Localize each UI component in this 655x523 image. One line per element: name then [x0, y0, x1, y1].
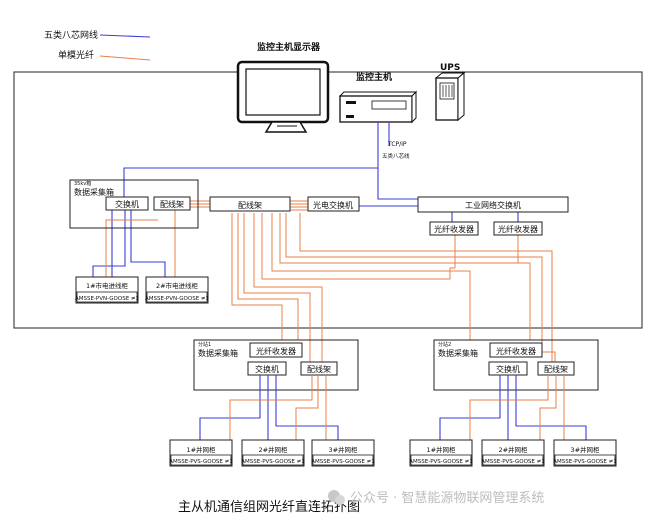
collection-box-main: 35kv箱 数据采集箱 [69, 179, 199, 229]
main-switch-label: 交换机 [115, 199, 139, 209]
substation-2-tag: 分站2 [438, 341, 451, 348]
diagram-caption: 主从机通信组网光纤直连拓扑图 [178, 499, 360, 515]
substation-2-transceiver-label: 光纤收发器 [496, 346, 536, 356]
main-patch-panel [209, 196, 291, 212]
legend-fiber-line [99, 55, 151, 61]
ups-label: UPS [440, 63, 460, 73]
substation-1-cabinet-3-device: AMSSE-PVS-GOOSE ≠1 [311, 459, 374, 465]
monitor-stand-icon [264, 121, 308, 133]
substation-2-cabinet-3-device: AMSSE-PVS-GOOSE ≠1 [553, 459, 616, 465]
transceiver-1 [429, 221, 479, 236]
substation-2-cabinet-2-name: 2#并网柜 [498, 445, 528, 454]
cabinet-2-name: 2#市电进线柜 [156, 281, 199, 290]
legend-fiber-label: 单模光纤 [58, 49, 94, 61]
substation-1-cabinet-2-device: AMSSE-PVS-GOOSE ≠1 [241, 459, 304, 465]
optical-switch-label: 光电交换机 [313, 200, 353, 210]
ups-vent-icon [439, 82, 455, 100]
substation-1-patch-panel [300, 361, 338, 376]
substation-2-collection-label: 数据采集箱 [438, 348, 478, 358]
substation-1-transceiver [249, 342, 303, 358]
station-tag: 35kv箱 [74, 180, 91, 187]
main-small-patch-panel [153, 196, 191, 211]
fiber-cab1-panel [105, 219, 158, 277]
watermark: 公众号 · 智慧能源物联网管理系统 [350, 490, 544, 506]
cable-note: 五类八芯线 [382, 152, 410, 160]
substation-2: 分站2 数据采集箱 光纤收发器 交换机 配线架 1#并网柜 AMSSE-PVS-… [409, 339, 617, 467]
uplink-switch-host [123, 122, 379, 197]
substation-2-cabinet-3-name: 3#并网柜 [570, 445, 600, 454]
industrial-switch [417, 196, 569, 213]
industrial-switch-label: 工业网络交换机 [465, 200, 521, 210]
host-side-icon [411, 90, 417, 124]
substation-2-cabinet-1-device: AMSSE-PVS-GOOSE ≠1 [409, 459, 472, 465]
cabinet-1-device: AMSSE-PVN-GOOSE ≠1 [75, 296, 139, 302]
substation-2-patch-panel-label: 配线架 [544, 364, 568, 374]
substation-2-transceiver [489, 342, 543, 358]
substation-1-cabinet-2-name: 2#并网柜 [258, 445, 288, 454]
substation-1: 分站1 数据采集箱 光纤收发器 交换机 配线架 1#并网柜 AMSSE-PVS-… [169, 339, 375, 467]
substation-1-transceiver-label: 光纤收发器 [256, 346, 296, 356]
legend: 五类八芯网线 单模光纤 [44, 29, 151, 61]
transceiver-2-label: 光纤收发器 [498, 224, 538, 234]
host-label: 监控主机 [356, 71, 392, 83]
transceiver-1-label: 光纤收发器 [434, 224, 474, 234]
substation-1-cabinet-3-name: 3#并网柜 [328, 445, 358, 454]
host-computer: 监控主机 [338, 71, 418, 124]
ups-side-icon [457, 71, 465, 122]
legend-utp-line [99, 34, 151, 38]
legend-utp-label: 五类八芯网线 [44, 29, 98, 41]
host-bay-icon [371, 100, 407, 110]
substation-2-switch-label: 交换机 [496, 364, 520, 374]
substation-2-cabinet-2-device: AMSSE-PVS-GOOSE ≠1 [481, 459, 544, 465]
monitor-panel [245, 68, 321, 116]
ups-unit: UPS [434, 63, 466, 122]
cabinet-2: 2#市电进线柜 AMSSE-PVN-GOOSE ≠1 [145, 276, 209, 304]
monitor: 监控主机显示器 [236, 41, 330, 133]
cabinet-1: 1#市电进线柜 AMSSE-PVN-GOOSE ≠1 [75, 276, 139, 304]
main-small-patch-panel-label: 配线架 [160, 199, 184, 209]
main-patch-panel-label: 配线架 [238, 200, 262, 210]
substation-1-tag: 分站1 [198, 341, 211, 348]
cabinet-1-name: 1#市电进线柜 [86, 281, 129, 290]
transceiver-2 [493, 221, 543, 236]
uplink-host-industrial [377, 168, 418, 200]
main-network-lines [92, 122, 519, 283]
wechat-icon-secondary [335, 495, 345, 505]
switch-to-cabinet2 [130, 210, 166, 277]
substation-1-cabinet-1-device: AMSSE-PVS-GOOSE ≠1 [169, 459, 232, 465]
substation-1-switch-label: 交换机 [255, 364, 279, 374]
host-button-icon [346, 115, 354, 118]
main-fiber-lines [105, 200, 556, 362]
substation-1-cabinet-1-name: 1#并网柜 [186, 445, 216, 454]
substation-1-switch [247, 361, 287, 376]
cabinet-2-device: AMSSE-PVN-GOOSE ≠1 [145, 296, 209, 302]
switch-to-cabinet1 [92, 210, 126, 277]
main-switch [105, 196, 149, 211]
host-drive-icon [346, 101, 356, 104]
substation-1-patch-panel-label: 配线架 [307, 364, 331, 374]
substation-1-collection-label: 数据采集箱 [198, 348, 238, 358]
tcpip-label: TCP/IP [387, 141, 407, 148]
substation-2-cabinet-1-name: 1#并网柜 [426, 445, 456, 454]
collection-box-label: 数据采集箱 [74, 187, 114, 197]
optical-switch [307, 196, 360, 212]
monitor-label: 监控主机显示器 [257, 41, 321, 53]
